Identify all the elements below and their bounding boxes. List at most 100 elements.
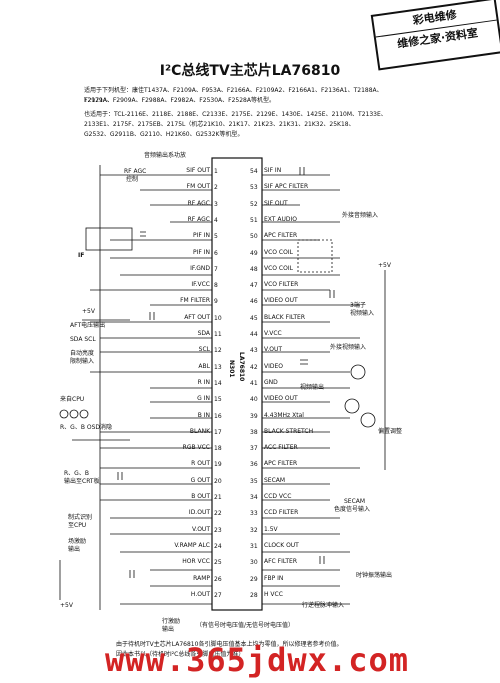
buffer-transistor — [350, 364, 366, 380]
left-pin-number: 6 — [214, 249, 218, 257]
left-pin-name: AFT OUT — [184, 313, 210, 321]
ic-body — [211, 157, 263, 611]
label-if: IF — [78, 252, 85, 259]
right-pin-number: 47 — [250, 282, 258, 290]
pad-c — [79, 409, 89, 419]
right-pin-number: 52 — [250, 200, 258, 208]
right-pin-name: CCD VCC — [264, 493, 292, 500]
label-field-out: 输出 — [68, 546, 81, 553]
right-pin-number: 51 — [250, 216, 258, 224]
right-pin-name: CCD FILTER — [264, 509, 299, 517]
left-pin-number: 2 — [214, 184, 218, 192]
right-pin-number: 42 — [250, 363, 258, 371]
right-pin-name: AFC FILTER — [264, 558, 298, 566]
right-pin-number: 37 — [250, 445, 258, 453]
label-5v-right: +5V — [378, 262, 391, 269]
left-pin-name: HOR VCC — [182, 558, 210, 566]
left-pin-name: RGB VCC — [182, 444, 210, 452]
left-pin-number: 20 — [214, 477, 222, 485]
left-pin-number: 12 — [214, 347, 222, 355]
left-pin-name: B OUT — [191, 493, 210, 500]
right-pin-number: 36 — [250, 461, 258, 469]
label-rf-agc-ctrl: 控制 — [126, 176, 139, 183]
right-pin-name: BLACK FILTER — [264, 313, 305, 321]
left-pin-number: 10 — [214, 314, 222, 322]
right-pin-name: ACC FILTER — [264, 444, 298, 452]
right-pin-number: 41 — [250, 379, 258, 387]
right-pin-number: 33 — [250, 510, 258, 518]
site-watermark: www.365jdwx.com — [105, 641, 409, 679]
left-pin-name: V.RAMP ALC — [174, 541, 210, 549]
vco-coil-box — [297, 239, 333, 273]
right-pin-name: CLOCK OUT — [264, 541, 299, 549]
label-5v-left: +5V — [82, 308, 95, 315]
left-pin-number: 25 — [214, 559, 222, 567]
right-pin-number: 34 — [250, 494, 258, 501]
left-pin-number: 8 — [214, 282, 218, 290]
right-pin-number: 31 — [250, 542, 258, 550]
label-line-out: 输出 — [162, 626, 175, 633]
left-pin-name: RF AGC — [187, 199, 210, 207]
label-secam-chroma: 色度信号输入 — [334, 506, 371, 513]
right-pin-name: VCO COIL — [264, 248, 293, 256]
footer-line2: 因此本书以（待机时I²C总线各引脚电压值为准） — [116, 651, 245, 658]
left-pin-name: RAMP — [193, 574, 210, 582]
left-pin-name: R OUT — [191, 460, 210, 468]
right-pin-name: H VCC — [264, 590, 283, 598]
left-pin-number: 19 — [214, 461, 222, 469]
label-abl-input: 限制输入 — [70, 358, 95, 365]
right-pin-name: VIDEO OUT — [264, 297, 298, 305]
right-pin-name: APC FILTER — [264, 460, 298, 468]
right-pin-number: 28 — [250, 591, 258, 599]
right-pin-name: SIF IN — [264, 167, 282, 174]
right-pin-name: SIF OUT — [264, 199, 288, 207]
right-pin-name: EXT AUDIO — [264, 215, 297, 223]
left-pin-name: BLANK — [189, 427, 210, 435]
right-pin-name: 4.43MHz Xtal — [264, 411, 304, 419]
left-pin-number: 24 — [214, 542, 222, 550]
left-pin-number: 14 — [214, 379, 222, 387]
watermark-suffix: .com — [327, 641, 409, 679]
label-afc: AFT电压输出 — [70, 322, 106, 329]
right-pin-number: 43 — [250, 347, 258, 355]
video-transistor — [344, 398, 360, 414]
left-pin-name: G IN — [197, 395, 210, 403]
right-pin-number: 45 — [250, 314, 258, 322]
left-pin-number: 15 — [214, 396, 222, 404]
label-line-drive: 行激励 — [162, 618, 181, 625]
page-title: I²C总线TV主芯片LA76810 — [159, 63, 341, 79]
pad-a — [59, 409, 69, 419]
right-pin-number: 38 — [250, 428, 258, 436]
label-secam: SECAM — [344, 498, 366, 505]
label-video-out: 视频输出 — [300, 384, 325, 391]
output-transistor — [360, 412, 376, 428]
chip-ref: N301 — [228, 360, 235, 378]
label-from-cpu: 来自CPU — [60, 396, 85, 403]
right-pin-number: 49 — [250, 249, 258, 257]
right-pin-name: V.VCC — [264, 330, 282, 337]
right-pin-number: 54 — [250, 168, 258, 175]
right-pin-number: 48 — [250, 265, 258, 273]
label-fbp: 行逆程脉冲输入 — [302, 602, 345, 609]
left-pin-name: ABL — [198, 362, 210, 370]
label-3pin: 3端子 — [350, 302, 366, 309]
right-pin-number: 29 — [250, 575, 258, 583]
intro-line3: 也适用于：TCL-2116E、2118E、2188E、C2133E、2175E、… — [84, 111, 387, 118]
label-rgb-crt: 输出至CRT板 — [64, 478, 100, 485]
right-pin-number: 53 — [250, 184, 258, 192]
label-rf-agc: RF AGC — [124, 168, 147, 175]
right-pin-name: SECAM — [264, 476, 286, 484]
right-pin-name: VIDEO — [264, 362, 284, 370]
right-pin-name: GND — [264, 378, 278, 386]
left-pin-name: IF.GND — [190, 264, 210, 272]
left-pin-name: RF AGC — [187, 215, 210, 223]
intro-line4: 2133E1、2175F、2175EB、2175L（机芯21K10、21K17、… — [84, 121, 355, 128]
left-pin-name: G OUT — [190, 476, 210, 484]
left-pin-number: 13 — [214, 363, 222, 371]
right-pin-number: 46 — [250, 298, 258, 306]
right-pin-name: VIDEO OUT — [264, 395, 298, 403]
watermark-prefix: www. — [105, 641, 187, 679]
label-clock-out: 时钟振荡输出 — [356, 572, 393, 579]
label-audio-buffer: 音频输出系功放 — [144, 152, 187, 159]
